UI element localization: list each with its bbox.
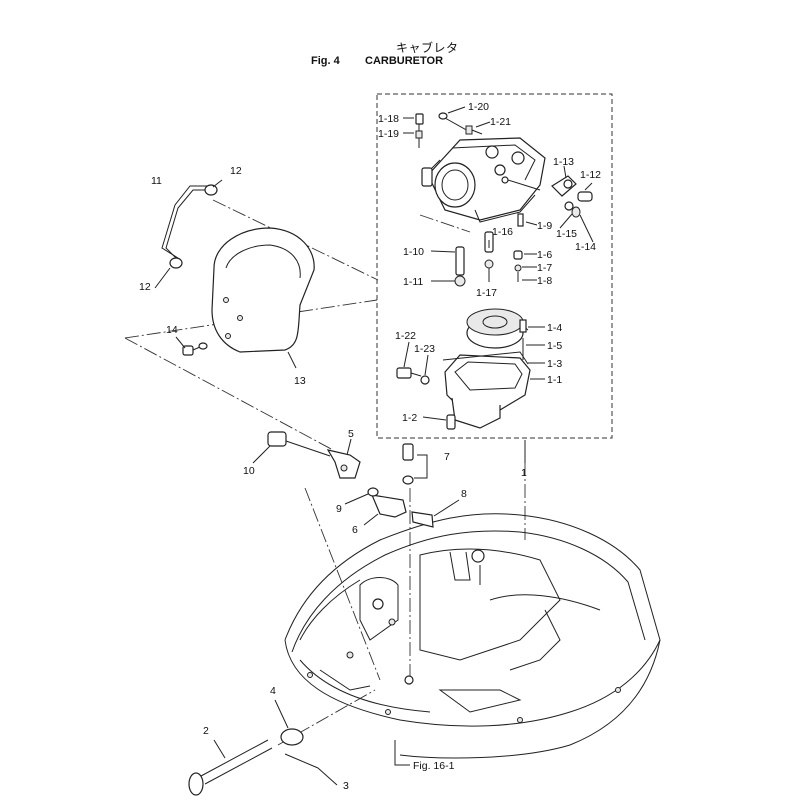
lower-cowling <box>284 513 661 766</box>
callout-12-top: 12 <box>230 165 242 177</box>
callout-1-7: 1-7 <box>537 262 552 274</box>
pilot-screw-parts <box>551 175 593 218</box>
jets <box>454 213 524 287</box>
callout-1-8: 1-8 <box>537 275 552 287</box>
callout-1-15: 1-15 <box>556 228 577 240</box>
callout-7: 7 <box>444 451 450 463</box>
float-chamber <box>442 351 531 430</box>
callout-5: 5 <box>348 428 354 440</box>
callout-1-17: 1-17 <box>476 287 497 299</box>
callout-labels: 1-20 1-18 1-21 1-19 1-13 1-12 1-9 1-15 1… <box>139 101 601 792</box>
callout-1-11: 1-11 <box>403 276 423 288</box>
callout-1-18: 1-18 <box>378 113 399 125</box>
callout-1-6: 1-6 <box>537 249 552 261</box>
callout-3: 3 <box>343 780 349 792</box>
callout-1-13: 1-13 <box>553 156 574 168</box>
callout-6: 6 <box>352 524 358 536</box>
callout-1-9: 1-9 <box>537 220 552 232</box>
callout-4: 4 <box>270 685 276 697</box>
callout-1-19: 1-19 <box>378 128 399 140</box>
callout-1-22: 1-22 <box>395 330 416 342</box>
top-screws <box>415 112 483 148</box>
bracket-assembly <box>367 443 434 528</box>
drain-screw <box>396 367 430 385</box>
callout-1-2: 1-2 <box>402 412 417 424</box>
choke-linkage <box>267 431 361 479</box>
choke-knob <box>188 728 319 796</box>
title-japanese: キャブレタ <box>396 41 459 55</box>
callout-1-16: 1-16 <box>492 226 513 238</box>
float <box>466 308 529 360</box>
callout-9: 9 <box>336 503 342 515</box>
carburetor-body <box>421 137 546 223</box>
callout-1-14: 1-14 <box>575 241 596 253</box>
callout-2: 2 <box>203 725 209 737</box>
callout-1-3: 1-3 <box>547 358 562 370</box>
callout-1: 1 <box>521 467 527 479</box>
callout-1-10: 1-10 <box>403 246 424 258</box>
link-rod <box>161 184 218 269</box>
callout-12-bottom: 12 <box>139 281 151 293</box>
cover-screw <box>182 342 208 356</box>
callout-1-23: 1-23 <box>414 343 435 355</box>
callout-1-20: 1-20 <box>468 101 489 113</box>
callout-10: 10 <box>243 465 255 477</box>
callout-8: 8 <box>461 488 467 500</box>
diagram-title: CARBURETOR <box>365 55 444 67</box>
callout-1-4: 1-4 <box>547 322 562 334</box>
callout-1-21: 1-21 <box>490 116 511 128</box>
figure-number: Fig. 4 <box>311 55 340 67</box>
callout-14: 14 <box>166 324 178 336</box>
callout-1-12: 1-12 <box>580 169 601 181</box>
silencer-cover <box>211 227 315 353</box>
carburetor-assembly-boundary <box>376 93 613 439</box>
callout-1-5: 1-5 <box>547 340 562 352</box>
callout-1-1: 1-1 <box>547 374 562 386</box>
callout-13: 13 <box>294 375 306 387</box>
leader-lines <box>154 106 594 786</box>
callout-11: 11 <box>151 175 162 187</box>
cross-reference-fig-16-1: Fig. 16-1 <box>413 760 455 772</box>
